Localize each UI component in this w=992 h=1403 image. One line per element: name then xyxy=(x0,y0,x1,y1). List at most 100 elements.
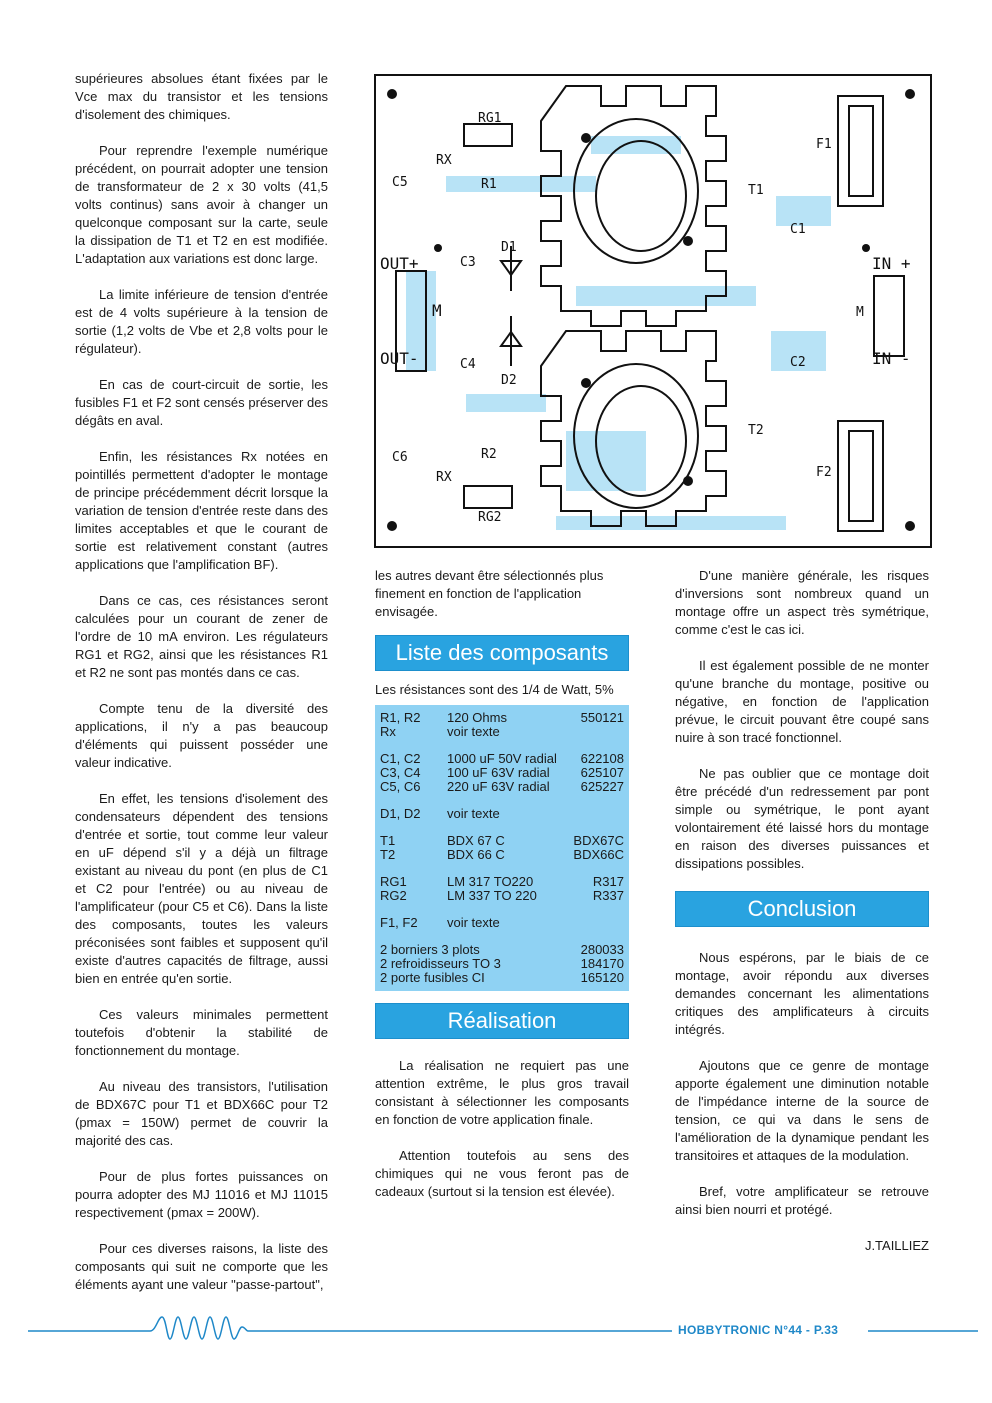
cell-value: voir texte xyxy=(447,915,500,930)
label-rx-top: RX xyxy=(436,153,452,168)
paragraph: Ajoutons que ce genre de montage apporte… xyxy=(675,1058,929,1163)
label-m-right: M xyxy=(856,305,864,320)
paragraph: Pour reprendre l'exemple numérique précé… xyxy=(75,143,328,266)
label-rg2: RG2 xyxy=(478,510,501,525)
table-row: Rx voir texte xyxy=(380,725,624,739)
paragraph: Ne pas oublier que ce montage doit être … xyxy=(675,766,929,871)
label-c6: C6 xyxy=(392,450,408,465)
paragraph: les autres devant être sélectionnés plus… xyxy=(375,568,604,619)
label-c2: C2 xyxy=(790,355,806,370)
cell-ref: Rx xyxy=(380,724,396,739)
diodes xyxy=(499,246,523,366)
paragraph: En effet, les tensions d'isolement des c… xyxy=(75,791,328,986)
label-out-minus: OUT- xyxy=(380,349,419,368)
label-rx-bottom: RX xyxy=(436,470,452,485)
footer-page-label: HOBBYTRONIC N°44 - P.33 xyxy=(678,1323,839,1337)
table-row: T2 BDX 66 C BDX66C xyxy=(380,848,624,862)
cell-code: BDX66C xyxy=(573,847,624,862)
label-r1: R1 xyxy=(481,177,497,192)
cell-value: LM 317 TO220 xyxy=(447,874,534,889)
paragraph: D'une manière générale, les risques d'in… xyxy=(675,568,929,637)
cell-code: 625107 xyxy=(580,765,624,780)
cell-value: BDX 67 C xyxy=(447,833,505,848)
label-t2: T2 xyxy=(748,423,764,438)
table-row: RG2 LM 337 TO 220 R337 xyxy=(380,889,624,903)
paragraph: Compte tenu de la diversité des applicat… xyxy=(75,701,328,770)
label-out-plus: OUT+ xyxy=(380,254,419,273)
label-c4: C4 xyxy=(460,357,476,372)
table-row: 2 refroidisseurs TO 3 184170 xyxy=(380,957,624,971)
cell-ref: F1, F2 xyxy=(380,915,418,930)
cell-code: BDX67C xyxy=(573,833,624,848)
paragraph: La limite inférieure de tension d'entrée… xyxy=(75,287,328,356)
cell-value: voir texte xyxy=(447,806,500,821)
cell-code: 550121 xyxy=(580,710,624,725)
label-f1: F1 xyxy=(816,137,832,152)
cell-code xyxy=(562,807,624,821)
cell-code: 625227 xyxy=(580,779,624,794)
cell-ref: C1, C2 xyxy=(380,751,421,766)
paragraph: Enfin, les résistances Rx notées en poin… xyxy=(75,449,328,572)
cell-ref: 2 porte fusibles CI xyxy=(380,970,485,985)
cell-value: 220 uF 63V radial xyxy=(447,779,550,794)
label-rg1: RG1 xyxy=(478,111,501,126)
table-row: C5, C6 220 uF 63V radial 625227 xyxy=(380,780,624,794)
table-row: F1, F2 voir texte xyxy=(380,916,624,930)
component-list-table: R1, R2 120 Ohms 550121 Rx voir texte C1, C2… xyxy=(375,705,629,991)
heatsink-outline xyxy=(395,85,905,532)
label-d1: D1 xyxy=(501,240,517,255)
mounting-holes xyxy=(387,89,915,531)
label-in-minus: IN - xyxy=(872,349,911,368)
section-header-realisation: Réalisation xyxy=(375,1003,629,1039)
cell-value: LM 337 TO 220 xyxy=(447,888,537,903)
cell-code: R337 xyxy=(592,888,624,903)
cell-code: 280033 xyxy=(580,942,624,957)
table-row: C3, C4 100 uF 63V radial 625107 xyxy=(380,766,624,780)
text-column-1: supérieures absolues étant fixées par le… xyxy=(75,70,328,1312)
label-r2: R2 xyxy=(481,447,497,462)
table-row: D1, D2 voir texte xyxy=(380,807,624,821)
cell-value: 120 Ohms xyxy=(447,710,507,725)
label-c1: C1 xyxy=(790,222,806,237)
cell-value: BDX 66 C xyxy=(447,847,505,862)
section-header-conclusion: Conclusion xyxy=(675,891,929,927)
cell-ref: 2 borniers 3 plots xyxy=(380,942,480,957)
cell-ref: 2 refroidisseurs TO 3 xyxy=(380,956,501,971)
paragraph: La réalisation ne requiert pas une atten… xyxy=(375,1058,629,1127)
cell-ref: RG2 xyxy=(380,888,407,903)
cell-ref: R1, R2 xyxy=(380,710,421,725)
paragraph: Pour de plus fortes puissances on pourra… xyxy=(75,1169,328,1220)
author-signature: J.TAILLIEZ xyxy=(864,1238,929,1253)
cell-ref: C5, C6 xyxy=(380,779,421,794)
cell-code: 622108 xyxy=(580,751,624,766)
label-m-left: M xyxy=(432,301,442,320)
cell-ref: D1, D2 xyxy=(380,806,421,821)
cell-code xyxy=(562,916,624,930)
label-t1: T1 xyxy=(748,183,764,198)
cell-code: 165120 xyxy=(580,970,624,985)
cell-value: voir texte xyxy=(447,724,500,739)
copper-tracks xyxy=(406,136,831,530)
page-footer xyxy=(0,1310,992,1350)
cell-code: 184170 xyxy=(580,956,624,971)
table-row: 2 porte fusibles CI 165120 xyxy=(380,971,624,985)
section-header-component-list: Liste des composants xyxy=(375,635,629,671)
text-column-3: D'une manière générale, les risques d'in… xyxy=(675,567,929,1255)
cell-ref: T2 xyxy=(380,847,396,862)
cell-ref: C3, C4 xyxy=(380,765,421,780)
waveform-logo xyxy=(28,1316,978,1340)
paragraph: Pour ces diverses raisons, la liste des … xyxy=(75,1241,328,1292)
paragraph: Nous espérons, par le biais de ce montag… xyxy=(675,950,929,1037)
cell-value: 100 uF 63V radial xyxy=(447,765,550,780)
text-column-2: les autres devant être sélectionnés plus… xyxy=(375,567,629,1219)
paragraph: supérieures absolues étant fixées par le… xyxy=(75,71,328,122)
paragraph: Il est également possible de ne monter q… xyxy=(675,658,929,745)
pcb-drawing: RG1 RX R1 C5 D1 C3 C4 D2 C6 R2 RX RG2 T1… xyxy=(380,85,915,532)
cell-code xyxy=(562,725,624,739)
paragraph: Attention toutefois au sens des chimique… xyxy=(375,1148,629,1199)
cell-ref: RG1 xyxy=(380,874,407,889)
table-row: 2 borniers 3 plots 280033 xyxy=(380,943,624,957)
